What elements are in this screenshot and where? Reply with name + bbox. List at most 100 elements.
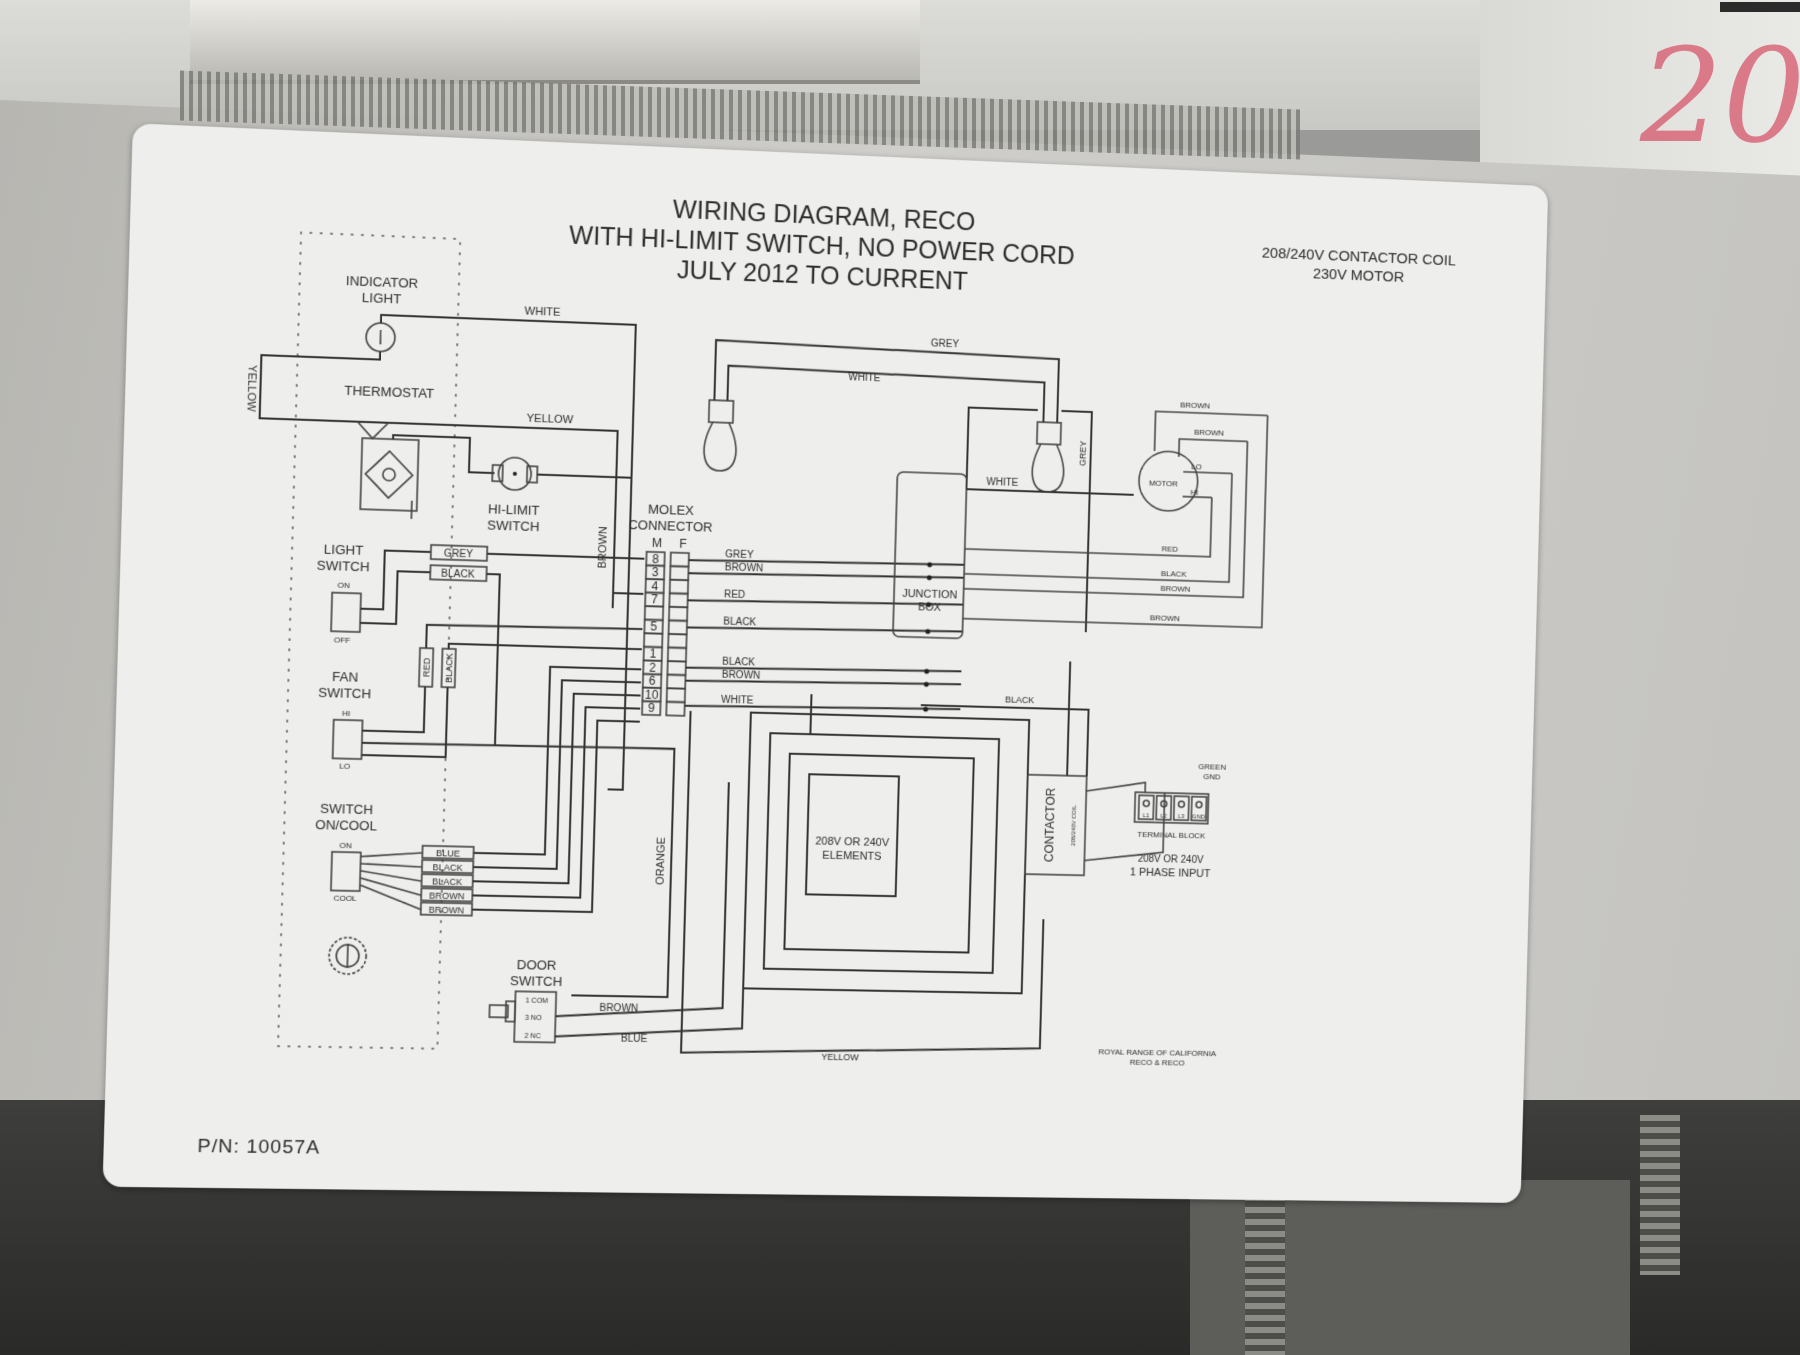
wire-thermostat-hilimit: [392, 435, 495, 473]
molex-pin-f: [670, 566, 689, 580]
wire-lamp-white: [727, 366, 1044, 423]
wire-label: BLACK: [723, 617, 756, 629]
fan-switch-icon: [333, 720, 363, 759]
molex-pin-number: 6: [649, 674, 656, 688]
light-switch-on: ON: [337, 581, 350, 590]
wire-label: YELLOW: [821, 1052, 859, 1062]
ground-label: GND: [1203, 772, 1221, 781]
molex-pin-f: [669, 607, 688, 621]
contactor-coil-label: 208/240V COIL: [1071, 804, 1078, 846]
thermostat-knob-icon: [329, 937, 367, 974]
junction-box-label: JUNCTION: [902, 588, 957, 602]
wire-label: WHITE: [721, 695, 754, 707]
molex-connector: 83475126109: [642, 552, 689, 717]
wire-label: GREY: [1078, 441, 1088, 467]
wire-label: BLACK: [444, 653, 455, 683]
maker-label: RECO & RECO: [1130, 1058, 1185, 1068]
molex-pin-f: [666, 702, 685, 716]
background-mark: [1720, 2, 1800, 12]
wire-label: BLUE: [436, 848, 460, 859]
indicator-light-label: INDICATOR: [346, 273, 419, 291]
wire-black-to-molex: [449, 644, 642, 655]
wire-jb-white: [966, 489, 1133, 495]
molex-pin-number: 9: [648, 701, 655, 715]
molex-pin-f: [667, 675, 686, 689]
motor-label: MOTOR: [1149, 479, 1178, 489]
terminal-screw-icon: [1178, 801, 1184, 807]
molex-pin-f: [668, 634, 687, 648]
wiring-diagram: WIRING DIAGRAM, RECO WITH HI-LIMIT SWITC…: [103, 123, 1549, 1203]
elements-label: ELEMENTS: [822, 850, 881, 863]
light-switch-label: SWITCH: [317, 558, 370, 575]
screw: [1245, 1195, 1285, 1355]
wire-label: BROWN: [1160, 584, 1190, 594]
wire-onoff: [359, 885, 421, 910]
elements-label: 208V OR 240V: [815, 836, 890, 850]
molex-label: CONNECTOR: [628, 517, 713, 535]
molex-pin-number: 10: [645, 688, 659, 702]
wire-label: ORANGE: [655, 837, 668, 885]
molex-label: MOLEX: [648, 502, 695, 518]
onoff-switch-label: ON/COOL: [315, 817, 377, 833]
wire-label: BLUE: [621, 1034, 648, 1045]
wire-motor-brown2: [1179, 439, 1248, 459]
wire-black: [360, 570, 430, 625]
molex-pin-m: [644, 633, 663, 647]
wire-label: GREY: [931, 338, 960, 350]
screw: [1640, 1115, 1680, 1275]
wiring-diagram-label: WIRING DIAGRAM, RECO WITH HI-LIMIT SWITC…: [103, 123, 1549, 1203]
wire-label: BROWN: [1150, 613, 1180, 623]
molex-pin-number: 1: [649, 647, 656, 661]
wire-contactor-black: [919, 705, 1089, 776]
wire-motor-brown3: [964, 431, 1248, 597]
wire-bus: GREYBROWNREDBLACKBLACKBROWNWHITE: [685, 548, 965, 713]
molex-pin-f: [669, 620, 688, 634]
onoff-switch-label: SWITCH: [320, 801, 373, 817]
onoff-switch-on: ON: [339, 841, 352, 850]
handwritten-number: 20: [1640, 20, 1800, 172]
wire-label: BLACK: [1005, 695, 1034, 706]
wire-label: GREY: [725, 549, 754, 561]
hi-limit-switch-icon: [492, 457, 538, 491]
door-switch-label: DOOR: [517, 957, 557, 973]
light-switch-icon: [331, 593, 361, 632]
wire-label: BLACK: [432, 862, 462, 873]
ground-label: GREEN: [1198, 762, 1226, 772]
wire-onoff: [360, 864, 422, 867]
splice-dot: [927, 562, 932, 567]
terminal-label: L3: [1178, 814, 1185, 820]
wire-grey-to-molex: [487, 554, 644, 559]
molex-pin-m: [645, 606, 664, 620]
molex-pin-number: 4: [651, 579, 658, 593]
fan-switch-lo: LO: [339, 762, 350, 771]
wire-label: RED: [421, 657, 432, 677]
wire-label: BROWN: [1194, 428, 1224, 438]
wire-red-to-molex: [426, 623, 642, 654]
input-label: 208V OR 240V: [1138, 854, 1204, 866]
wire-label: BLACK: [1161, 569, 1187, 579]
terminal-screw-icon: [1143, 800, 1149, 806]
molex-pin-number: 8: [652, 552, 659, 566]
molex-pin-number: 5: [650, 620, 657, 634]
motor-hi: HI: [1190, 488, 1198, 497]
hi-limit-label: HI-LIMIT: [488, 501, 540, 518]
wire-black-fan: [362, 685, 448, 757]
wire-black-down: [482, 574, 500, 746]
wire-label: BLACK: [441, 569, 475, 581]
part-number: P/N: 10057A: [197, 1136, 320, 1159]
molex-pin-f: [669, 593, 688, 607]
wire-yellow: [255, 347, 620, 608]
wire-label: RED: [724, 589, 745, 601]
splice-dot: [927, 575, 932, 580]
terminal-label: GND: [1192, 814, 1206, 820]
light-switch-off: OFF: [334, 635, 351, 645]
maker-label: ROYAL RANGE OF CALIFORNIA: [1098, 1047, 1217, 1058]
wire-onoff: [360, 878, 422, 896]
spec-line2: 230V MOTOR: [1313, 266, 1405, 286]
splice-dot: [925, 629, 930, 634]
wire-motor-hi: [1183, 497, 1212, 498]
hi-limit-label: SWITCH: [487, 517, 540, 534]
fan-switch-hi: HI: [342, 709, 350, 718]
wire-label: RED: [1161, 544, 1178, 553]
wire-label: WHITE: [986, 477, 1018, 489]
